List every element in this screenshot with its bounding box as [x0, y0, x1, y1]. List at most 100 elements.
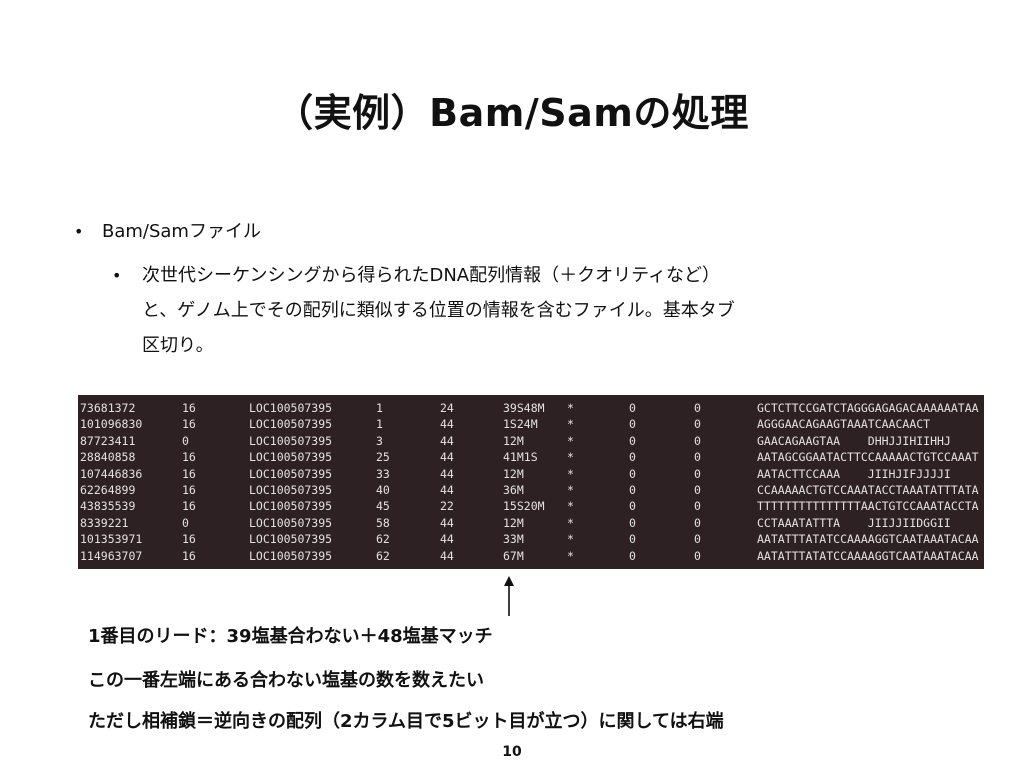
- sam-cell-cigar: 12M: [503, 515, 524, 530]
- sam-cell-pnext: 0: [629, 515, 636, 530]
- sam-cell-ref-name: LOC100507395: [249, 499, 333, 514]
- sam-cell-flag: 16: [182, 532, 196, 547]
- sam-cell-flag: 16: [182, 483, 196, 497]
- sam-cell-flag: 16: [182, 401, 196, 415]
- sam-cell-tlen: 0: [694, 433, 701, 448]
- sam-cell-cigar: 41M1S: [503, 450, 538, 465]
- sam-cell-tlen: 0: [694, 401, 701, 415]
- note-reverse-strand: ただし相補鎖＝逆向きの配列（2カラム目で5ビット目が立つ）に関しては右端: [88, 711, 724, 732]
- sam-cell-rnext: *: [567, 548, 574, 563]
- sam-cell-position: 25: [376, 450, 390, 465]
- page-number: 10: [502, 744, 522, 760]
- sam-cell-rnext: *: [567, 433, 574, 448]
- sam-cell-pnext: 0: [629, 499, 636, 514]
- sam-cell-read-id: 87723411: [80, 433, 136, 448]
- sam-cell-cigar: 12M: [503, 433, 524, 448]
- sam-cell-position: 3: [376, 433, 383, 448]
- bullet-dot-icon: •: [74, 222, 84, 241]
- sam-cell-mapq: 44: [440, 515, 454, 530]
- sam-cell-tlen: 0: [694, 483, 701, 497]
- sam-cell-position: 58: [376, 515, 390, 530]
- sam-cell-ref-name: LOC100507395: [249, 466, 333, 481]
- sam-cell-flag: 16: [182, 450, 196, 465]
- sam-cell-cigar: 15S20M: [503, 499, 545, 514]
- sam-cell-ref-name: LOC100507395: [249, 532, 333, 547]
- sam-cell-read-id: 101353971: [80, 532, 143, 547]
- sam-cell-read-id: 107446836: [80, 466, 143, 481]
- sam-cell-ref-name: LOC100507395: [249, 483, 333, 497]
- sam-cell-sequence: GCTCTTCCGATCTAGGGAGAGACAAAAAATAA: [757, 401, 979, 415]
- sam-cell-mapq: 44: [440, 548, 454, 563]
- sam-cell-read-id: 114963707: [80, 548, 143, 563]
- sam-cell-ref-name: LOC100507395: [249, 433, 333, 448]
- sam-cell-sequence: AATATTTATATCCAAAAGGTCAATAAATACAA: [757, 532, 979, 547]
- note-count-leftmost: この一番左端にある合わない塩基の数を数えたい: [88, 670, 484, 691]
- sam-cell-flag: 16: [182, 548, 196, 563]
- sam-cell-sequence: AATACTTCCAAA JIIHJIFJJJJI: [757, 466, 951, 481]
- bullet-text: Bam/Samファイル: [102, 221, 261, 242]
- sam-cell-cigar: 12M: [503, 466, 524, 481]
- sam-cell-pnext: 0: [629, 466, 636, 481]
- bullet-line-3: 区切り。: [142, 335, 214, 356]
- sam-cell-mapq: 44: [440, 532, 454, 547]
- sam-cell-cigar: 67M: [503, 548, 524, 563]
- sam-cell-rnext: *: [567, 532, 574, 547]
- sam-cell-read-id: 101096830: [80, 417, 143, 432]
- sam-cell-mapq: 44: [440, 417, 454, 432]
- sam-cell-mapq: 22: [440, 499, 454, 514]
- sam-cell-rnext: *: [567, 515, 574, 530]
- bullet-description: • 次世代シーケンシングから得られたDNA配列情報（＋クオリティなど） と、ゲノ…: [112, 258, 932, 363]
- sam-cell-ref-name: LOC100507395: [249, 515, 333, 530]
- sam-cell-position: 33: [376, 466, 390, 481]
- sam-cell-cigar: 39S48M: [503, 401, 545, 415]
- sam-cell-tlen: 0: [694, 548, 701, 563]
- sam-cell-read-id: 43835539: [80, 499, 136, 514]
- bullet-line-2: と、ゲノム上でその配列に類似する位置の情報を含むファイル。基本タブ: [142, 300, 735, 321]
- sam-cell-tlen: 0: [694, 417, 701, 432]
- bullet-dot-icon: •: [112, 266, 122, 285]
- sam-cell-pnext: 0: [629, 483, 636, 497]
- bullet-bam-sam-file: • Bam/Samファイル: [74, 218, 261, 246]
- sam-cell-sequence: CCTAAATATTTA JIIJJIIDGGII: [757, 515, 951, 530]
- sam-cell-pnext: 0: [629, 450, 636, 465]
- sam-cell-tlen: 0: [694, 466, 701, 481]
- sam-cell-pnext: 0: [629, 532, 636, 547]
- sam-cell-mapq: 44: [440, 450, 454, 465]
- sam-cell-rnext: *: [567, 401, 574, 415]
- sam-cell-position: 62: [376, 548, 390, 563]
- bullet-line-1: 次世代シーケンシングから得られたDNA配列情報（＋クオリティなど）: [142, 265, 721, 286]
- sam-cell-mapq: 44: [440, 433, 454, 448]
- sam-cell-read-id: 73681372: [80, 401, 136, 415]
- sam-cell-cigar: 1S24M: [503, 417, 538, 432]
- sam-cell-mapq: 44: [440, 466, 454, 481]
- sam-cell-position: 62: [376, 532, 390, 547]
- sam-cell-mapq: 24: [440, 401, 454, 415]
- sam-cell-rnext: *: [567, 499, 574, 514]
- sam-cell-sequence: AATAGCGGAATACTTCCAAAAACTGTCCAAAT: [757, 450, 979, 465]
- sam-cell-rnext: *: [567, 450, 574, 465]
- sam-cell-flag: 16: [182, 417, 196, 432]
- slide-title: （実例）Bam/Samの処理: [275, 91, 749, 135]
- sam-cell-ref-name: LOC100507395: [249, 417, 333, 432]
- sam-cell-position: 1: [376, 417, 383, 432]
- sam-cell-cigar: 36M: [503, 483, 524, 497]
- sam-cell-sequence: AATATTTATATCCAAAAGGTCAATAAATACAA: [757, 548, 979, 563]
- sam-cell-flag: 0: [182, 433, 189, 448]
- sam-cell-rnext: *: [567, 466, 574, 481]
- sam-cell-pnext: 0: [629, 548, 636, 563]
- sam-cell-ref-name: LOC100507395: [249, 548, 333, 563]
- note-first-read: 1番目のリード：39塩基合わない＋48塩基マッチ: [88, 626, 493, 647]
- sam-cell-rnext: *: [567, 417, 574, 432]
- sam-cell-read-id: 62264899: [80, 483, 136, 497]
- sam-cell-ref-name: LOC100507395: [249, 450, 333, 465]
- sam-cell-pnext: 0: [629, 401, 636, 415]
- up-arrow-icon: [504, 576, 514, 616]
- sam-cell-sequence: TTTTTTTTTTTTTTTAACTGTCCAAATACCTA: [757, 499, 979, 514]
- sam-cell-position: 45: [376, 499, 390, 514]
- sam-cell-tlen: 0: [694, 450, 701, 465]
- sam-cell-pnext: 0: [629, 433, 636, 448]
- sam-cell-rnext: *: [567, 483, 574, 497]
- sam-cell-pnext: 0: [629, 417, 636, 432]
- sam-cell-flag: 16: [182, 499, 196, 514]
- sam-cell-sequence: GAACAGAAGTAA DHHJJIHIIHHJ: [757, 433, 951, 448]
